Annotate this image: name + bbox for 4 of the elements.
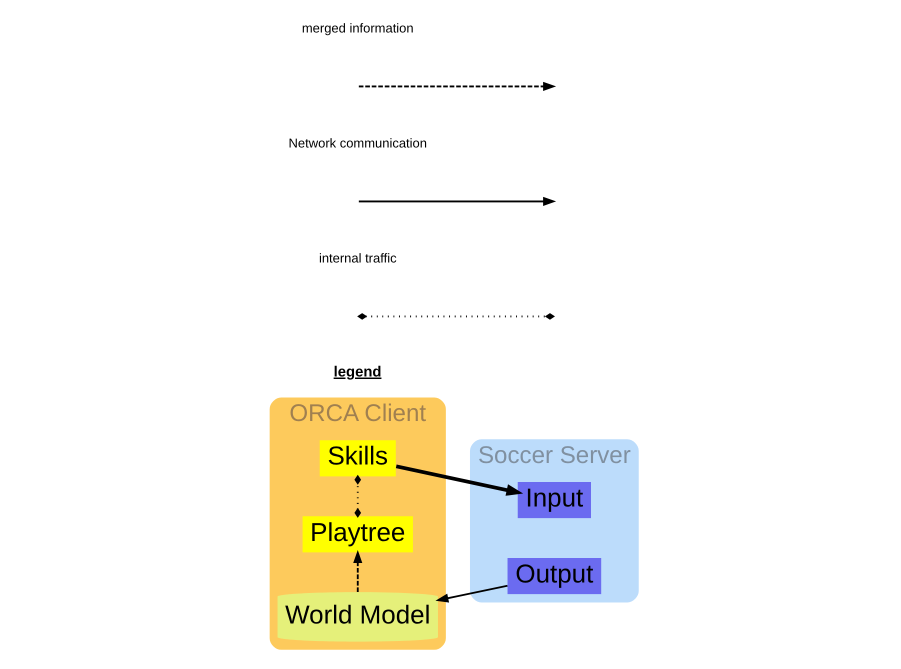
legend-label: Network communication bbox=[288, 135, 427, 150]
legend-label: merged information bbox=[302, 20, 414, 36]
legend-label: internal traffic bbox=[318, 250, 397, 266]
label: legend bbox=[334, 364, 382, 381]
